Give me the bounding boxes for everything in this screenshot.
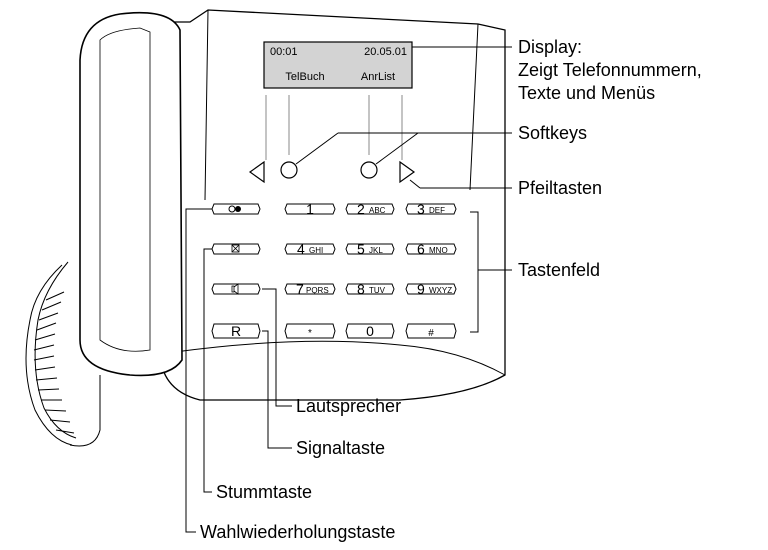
number-keypad: 1 2 ABC 3 DEF 4 GHI 5 JKL 6 MNO 7 PQRS 8…: [284, 201, 457, 339]
key-9-letters: WXYZ: [429, 286, 452, 295]
function-keys: R: [211, 203, 261, 339]
key-hash-label: #: [428, 328, 434, 339]
label-display-title: Display:: [518, 37, 582, 57]
key-3[interactable]: [405, 203, 457, 215]
key-0-num: 0: [366, 323, 374, 339]
display-guide-lines: [265, 95, 403, 160]
key-star-label: *: [308, 328, 312, 339]
key-8[interactable]: [345, 283, 395, 295]
key-5-letters: JKL: [369, 246, 383, 255]
key-1[interactable]: [284, 203, 336, 215]
label-softkeys: Softkeys: [518, 123, 587, 143]
label-display-line3: Texte und Menüs: [518, 83, 655, 103]
key-8-num: 8: [357, 281, 365, 297]
key-1-num: 1: [306, 201, 314, 217]
key-5-num: 5: [357, 241, 365, 257]
key-4-num: 4: [297, 241, 305, 257]
softkey-left-button[interactable]: [280, 161, 298, 179]
key-6-letters: MNO: [429, 246, 448, 255]
key-6-num: 6: [417, 241, 425, 257]
key-7-letters: PQRS: [306, 286, 329, 295]
key-3-num: 3: [417, 201, 425, 217]
key-7-num: 7: [296, 281, 304, 297]
handset-icon: [79, 11, 183, 377]
display-softkey-left: TelBuch: [285, 71, 324, 83]
softkey-right-button[interactable]: [360, 161, 378, 179]
label-display-line2: Zeigt Telefonnummern,: [518, 60, 702, 80]
phone-base-bottom-curve: [174, 340, 506, 376]
callout-lines: [185, 46, 512, 533]
display-time: 00:01: [270, 46, 298, 58]
key-8-letters: TUV: [369, 286, 386, 295]
label-signaltaste: Signaltaste: [296, 438, 385, 458]
signal-key[interactable]: [211, 323, 261, 339]
key-2-letters: ABC: [369, 206, 386, 215]
key-3-letters: DEF: [429, 206, 445, 215]
speaker-icon: [231, 283, 239, 295]
display-softkey-right: AnrList: [361, 71, 395, 83]
label-pfeiltasten: Pfeiltasten: [518, 178, 602, 198]
label-lautsprecher: Lautsprecher: [296, 396, 401, 416]
coiled-cord-icon: [25, 261, 101, 447]
key-9[interactable]: [405, 283, 457, 295]
phone-base-inner: [204, 9, 479, 201]
key-2[interactable]: [345, 203, 395, 215]
key-5[interactable]: [345, 243, 395, 255]
key-6[interactable]: [405, 243, 457, 255]
redial-icon: [228, 205, 241, 213]
key-2-num: 2: [357, 201, 365, 217]
key-hash[interactable]: [405, 323, 457, 339]
label-wahlwiederholungstaste: Wahlwiederholungstaste: [200, 522, 395, 542]
key-4-letters: GHI: [309, 246, 323, 255]
key-0[interactable]: [345, 323, 395, 339]
label-stummtaste: Stummtaste: [216, 482, 312, 502]
key-9-num: 9: [417, 281, 425, 297]
signal-key-label: R: [231, 323, 241, 339]
display-date: 20.05.01: [364, 46, 407, 58]
arrow-right-icon[interactable]: [399, 160, 416, 184]
key-star[interactable]: [284, 323, 336, 339]
key-4[interactable]: [284, 243, 336, 255]
key-7[interactable]: [284, 283, 336, 295]
arrow-left-icon[interactable]: [248, 160, 265, 184]
lcd-display: [263, 41, 413, 89]
speaker-key[interactable]: [211, 283, 261, 295]
mute-icon: [231, 244, 240, 253]
label-tastenfeld: Tastenfeld: [518, 260, 600, 280]
